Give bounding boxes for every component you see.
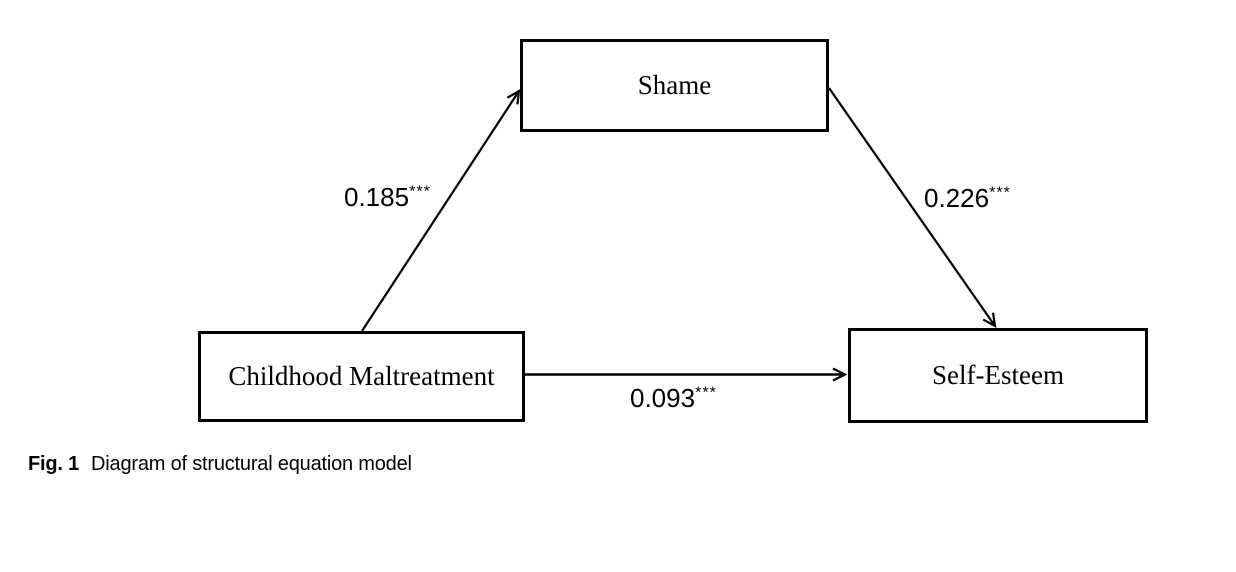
figure-caption-text: Diagram of structural equation model <box>91 453 412 475</box>
coefficient-value: 0.093 <box>630 383 696 413</box>
figure-caption-label: Fig. 1 <box>28 453 80 475</box>
coefficient-value: 0.185 <box>344 182 410 212</box>
significance-stars: *** <box>409 182 431 201</box>
path-label-cm-to-self-esteem: 0.093*** <box>630 383 717 413</box>
coefficient-value: 0.226 <box>924 183 990 213</box>
node-self-esteem: Self-Esteem <box>848 328 1148 423</box>
path-label-cm-to-shame: 0.185*** <box>344 182 431 212</box>
significance-stars: *** <box>695 383 717 402</box>
significance-stars: *** <box>989 183 1011 202</box>
node-childhood-maltreatment: Childhood Maltreatment <box>198 331 525 422</box>
node-self-esteem-label: Self-Esteem <box>932 360 1064 390</box>
figure-caption: Fig. 1 Diagram of structural equation mod… <box>28 452 412 476</box>
node-childhood-maltreatment-label: Childhood Maltreatment <box>228 361 495 391</box>
node-shame: Shame <box>520 39 829 132</box>
node-shame-label: Shame <box>637 70 712 100</box>
path-label-shame-to-self-esteem: 0.226*** <box>924 183 1011 213</box>
